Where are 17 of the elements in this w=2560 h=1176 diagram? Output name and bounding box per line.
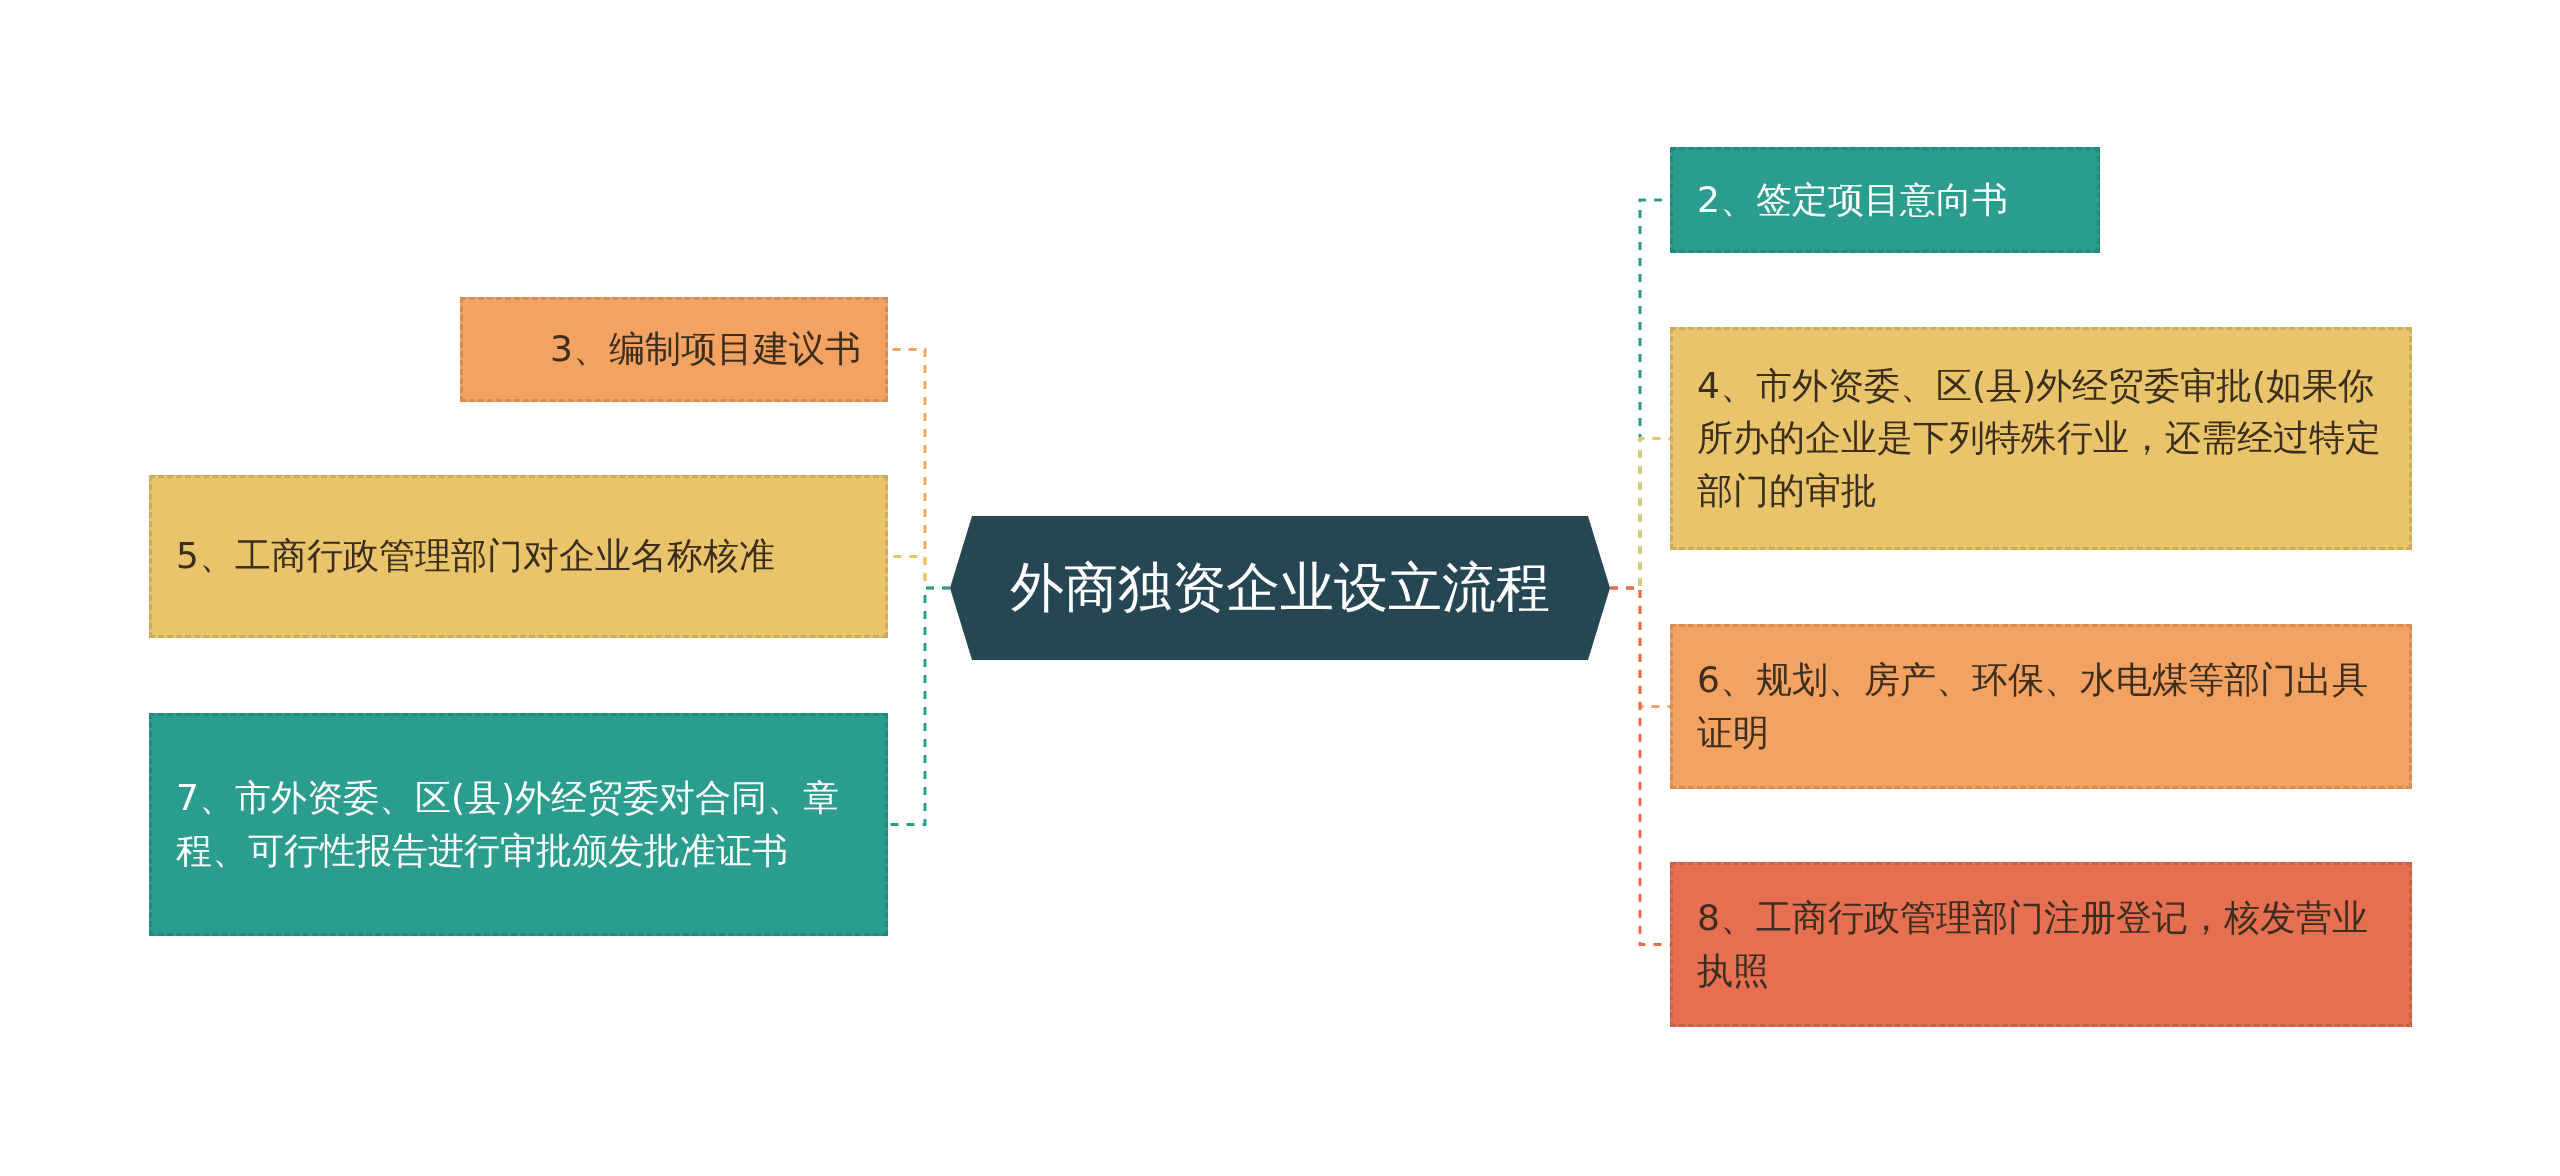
topic-box	[460, 297, 888, 402]
topic-text: 8、工商行政管理部门注册登记，核发营业执照	[1696, 896, 2369, 993]
connector-line	[888, 586, 950, 826]
topic-box	[1670, 327, 2412, 550]
topic-text: 5、工商行政管理部门对企业名称核准	[175, 534, 776, 579]
topic-box	[1670, 624, 2412, 789]
central-topic-text: 外商独资企业设立流程	[1009, 554, 1551, 621]
topic-text: 6、规划、房产、环保、水电煤等部门出具证明	[1696, 658, 2369, 755]
topic-text: 4、市外资委、区(县)外经贸委审批(如果你所办的企业是下列特殊行业，还需经过特定部门的审批	[1696, 364, 2382, 513]
central-topic-hexagon	[950, 516, 1610, 660]
topic-box	[149, 713, 888, 936]
topic-box	[149, 475, 888, 638]
topic-text: 7、市外资委、区(县)外经贸委对合同、章程、可行性报告进行审批颁发批准证书	[175, 776, 840, 873]
topic-text: 3、编制项目建议书	[549, 327, 862, 372]
topic-box	[1670, 147, 2100, 253]
topic-box	[1670, 862, 2412, 1027]
topic-text: 2、签定项目意向书	[1696, 177, 2009, 222]
